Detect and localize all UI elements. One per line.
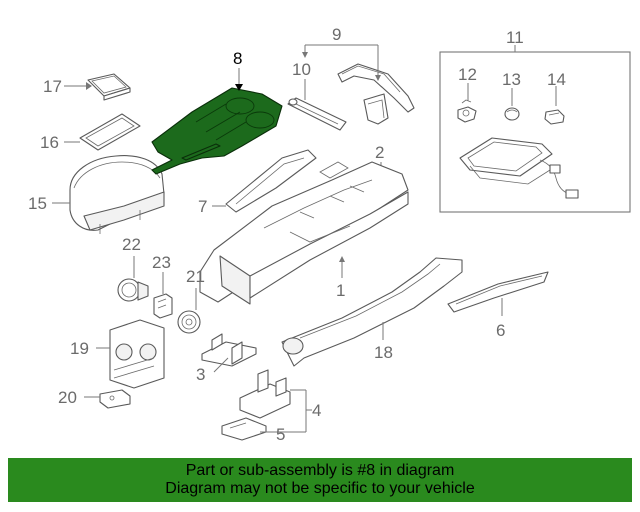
callout-3: 3 [196,365,205,384]
callout-9: 9 [332,25,341,44]
callout-7: 7 [198,197,207,216]
part-4-5-leaders [260,389,312,433]
part-22-outlet[interactable] [117,256,149,302]
callout-11: 11 [506,28,524,47]
banner-line-1: Part or sub-assembly is #8 in diagram [185,462,455,479]
part-17-pad[interactable] [64,73,131,101]
banner-line-2: Diagram may not be specific to your vehi… [165,480,475,497]
callout-10: 10 [292,60,311,79]
part-12-bulb-socket[interactable] [457,83,477,123]
part-14-switch[interactable] [544,86,565,125]
callout-13: 13 [502,70,521,89]
part-11-lamp-assembly[interactable] [459,137,579,199]
info-banner: Part or sub-assembly is #8 in diagram Di… [8,458,632,502]
part-13-bulb[interactable] [504,88,520,121]
callout-18: 18 [374,343,393,362]
part-18-air-duct[interactable] [281,257,463,367]
exploded-parts-diagram: 11 12 13 14 17 [28,25,631,444]
part-6-trim-strip[interactable] [447,271,549,316]
callout-21: 21 [186,267,205,286]
part-15-armrest-lid[interactable] [52,155,165,234]
part-16-mat[interactable] [64,113,141,151]
part-10-vent-trim[interactable] [287,79,347,131]
callout-1: 1 [336,281,345,300]
callout-23: 23 [152,253,171,272]
part-3-bracket[interactable] [201,333,257,373]
callout-2: 2 [375,143,384,162]
part-9-bracket-bezel[interactable] [337,63,415,125]
callout-6: 6 [496,321,505,340]
callout-5: 5 [276,425,285,444]
part-23-switch[interactable] [153,272,173,319]
part-7-side-panel[interactable] [212,149,317,213]
part-4-bracket[interactable] [239,369,291,419]
callout-15: 15 [28,194,47,213]
part-20-switch[interactable] [84,389,131,409]
part-19-switch-panel[interactable] [96,319,165,389]
callout-17: 17 [43,77,62,96]
part-1-console-body[interactable] [199,161,409,305]
callout-8: 8 [233,49,242,68]
callout-20: 20 [58,388,77,407]
callout-22: 22 [122,235,141,254]
callout-16: 16 [40,133,59,152]
part-21-power-socket[interactable] [177,288,201,334]
callout-12: 12 [458,65,477,84]
callout-4: 4 [312,401,321,420]
part-5-bracket[interactable] [221,417,267,441]
callout-19: 19 [70,339,89,358]
part-8-console-trim-panel[interactable] [151,68,283,175]
part-9-leaders [302,44,381,81]
callout-14: 14 [547,70,566,89]
part-11-kit-box [439,45,631,213]
